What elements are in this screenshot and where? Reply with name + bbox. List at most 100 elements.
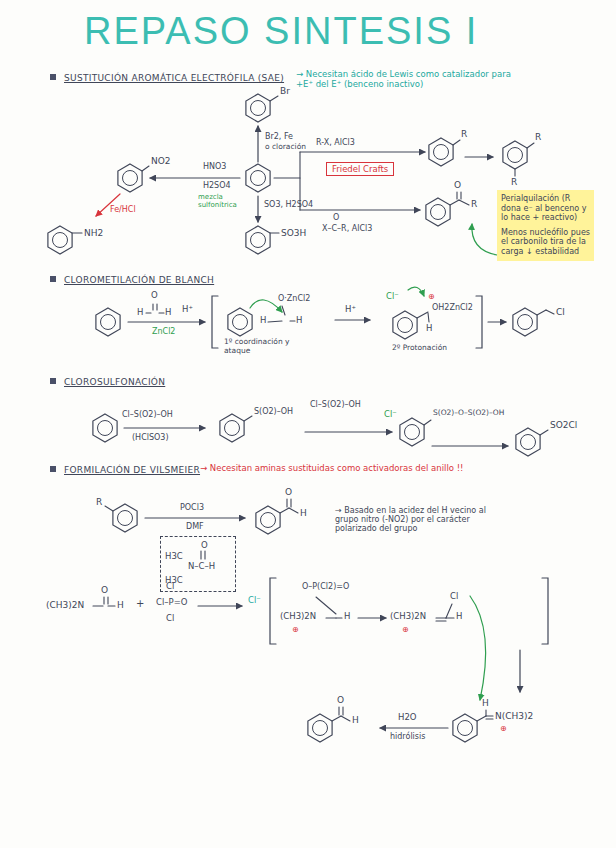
reaction-arrow xyxy=(432,445,508,446)
bond-line xyxy=(270,96,278,101)
aromatic-circle xyxy=(98,421,113,436)
annotation-label: (CH3)2N xyxy=(390,612,426,622)
reaction-arrow xyxy=(128,321,205,322)
benzene-ring xyxy=(453,714,477,742)
aromatic-circle xyxy=(508,148,523,163)
annotation-label: H xyxy=(165,308,171,318)
benzene-ring xyxy=(48,226,72,254)
annotation-label: → Necesitan ácido de Lewis como cataliza… xyxy=(296,70,516,90)
reaction-arrow xyxy=(124,427,205,428)
bullet-square xyxy=(50,466,56,472)
curved-arrow xyxy=(250,300,282,312)
annotation-label: hidrólisis xyxy=(390,732,425,741)
bond-line xyxy=(342,707,343,715)
annotation-label: R xyxy=(471,199,477,209)
annotation-label: OH2ZnCl2 xyxy=(432,303,473,312)
bond-line xyxy=(417,312,428,318)
annotation-label: ⊕ xyxy=(402,625,409,634)
curved-arrow xyxy=(470,596,486,700)
sticky-note: Perialquilación (R dona e⁻ al benceno y … xyxy=(497,190,594,261)
method-box: Friedel Crafts xyxy=(326,162,394,176)
benzene-ring xyxy=(113,504,137,532)
annotation-label: mezcla sulfonítrica xyxy=(198,193,250,209)
curved-arrow xyxy=(472,224,497,255)
aromatic-circle xyxy=(405,425,420,440)
aromatic-circle xyxy=(53,233,68,248)
bond-line xyxy=(268,321,282,322)
dmf-structure-box: OH3CN–C–HH3C xyxy=(160,536,236,592)
section-heading: SUSTITUCIÓN AROMÁTICA ELECTRÓFILA (SAE) xyxy=(64,73,284,83)
benzene-ring xyxy=(246,164,270,192)
bond-line xyxy=(286,499,287,507)
annotation-label: (HClSO3) xyxy=(132,433,169,442)
annotation-label: R-X, AlCl3 xyxy=(316,138,355,147)
annotation-label: o cloración xyxy=(265,143,306,152)
annotation-label: NO2 xyxy=(151,156,171,166)
bond-line xyxy=(270,232,279,233)
annotation-label: O xyxy=(285,487,292,497)
reaction-arrow xyxy=(300,209,420,210)
annotation-label: POCl3 xyxy=(180,503,204,512)
annotation-label: → Necesitan aminas sustituidas como acti… xyxy=(200,464,580,474)
bond-line xyxy=(450,200,459,205)
annotation-label: O–P(Cl2)=O xyxy=(302,582,349,591)
annotation-label: H xyxy=(456,612,462,622)
bond-line xyxy=(274,177,300,178)
node-text: O xyxy=(201,540,208,550)
bond-line xyxy=(142,166,149,171)
bond-line xyxy=(290,320,295,321)
aromatic-circle xyxy=(313,721,328,736)
annotation-label: DMF xyxy=(186,522,204,531)
bullet-square xyxy=(50,276,56,282)
benzene-ring xyxy=(400,418,424,446)
bond-line xyxy=(326,617,336,618)
benzene-ring xyxy=(96,308,120,336)
node-text: Perialquilación (R dona e⁻ al benceno y … xyxy=(501,194,590,223)
annotation-label: Cl xyxy=(556,307,565,317)
benzene-ring xyxy=(93,414,117,442)
annotation-label: Cl⁻ xyxy=(248,596,261,606)
annotation-label: H xyxy=(260,316,266,326)
bond-line xyxy=(527,143,534,148)
benzene-ring xyxy=(246,94,270,122)
annotation-label: SO3H xyxy=(281,228,306,238)
annotation-label: → Basado en la acidez del H vecino al gr… xyxy=(335,506,510,534)
annotation-label: Cl–S(O2)–OH xyxy=(122,410,173,419)
aromatic-circle xyxy=(518,315,533,330)
benzene-ring xyxy=(228,308,252,336)
annotation-label: S(O2)–OH xyxy=(254,407,293,416)
reaction-arrow xyxy=(335,319,370,320)
annotation-label: Cl xyxy=(450,592,458,602)
annotation-label: O xyxy=(337,695,344,705)
aromatic-circle xyxy=(251,171,266,186)
bond-line xyxy=(436,617,446,618)
aromatic-circle xyxy=(225,421,240,436)
reaction-arrow xyxy=(300,151,425,152)
reaction-arrow xyxy=(380,727,448,728)
annotation-label: H⁺ xyxy=(182,305,193,315)
bond-line xyxy=(477,716,486,721)
annotation-label: H xyxy=(300,508,307,518)
aromatic-circle xyxy=(398,318,413,333)
bond-line xyxy=(316,597,336,614)
bond-line xyxy=(336,617,342,618)
bond-line xyxy=(486,718,493,719)
reaction-arrow xyxy=(257,126,258,162)
annotation-label: + xyxy=(136,598,144,610)
annotation-label: SO2Cl xyxy=(550,420,577,430)
reaction-arrow xyxy=(488,321,506,322)
annotation-label: H⁺ xyxy=(345,305,356,315)
reaction-arrow xyxy=(145,517,245,518)
aromatic-circle xyxy=(233,315,248,330)
annotation-label: N(CH3)2 xyxy=(495,711,533,721)
annotation-label: SO3, H2SO4 xyxy=(264,200,313,209)
bond-line xyxy=(156,304,157,310)
node-text: Menos nucleófilo pues el carbonilo tira … xyxy=(501,228,590,257)
annotation-label: R xyxy=(461,129,467,139)
bracket xyxy=(476,296,482,348)
bond-line xyxy=(282,306,285,315)
aromatic-circle xyxy=(251,233,266,248)
benzene-ring xyxy=(246,226,270,254)
node-text: N–C–H xyxy=(188,561,215,571)
